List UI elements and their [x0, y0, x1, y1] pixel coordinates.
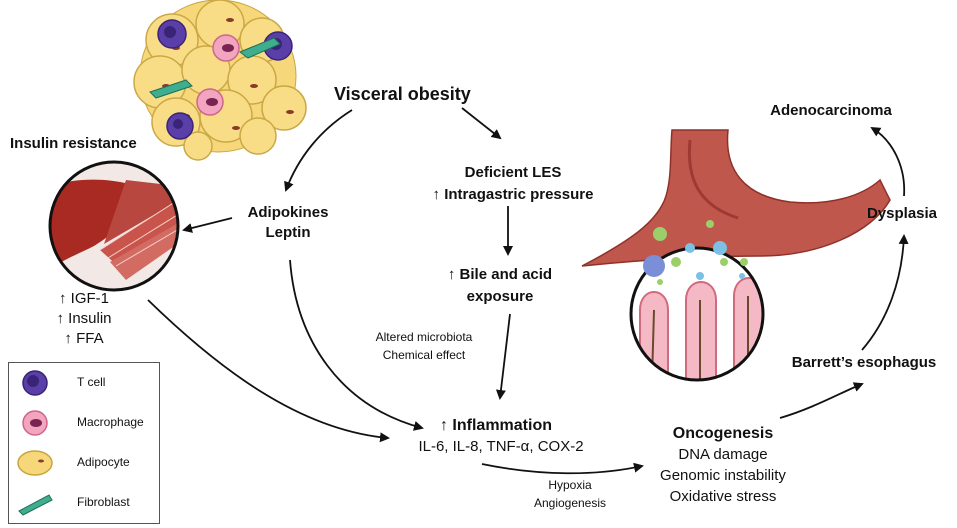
legend-item-t-cell: T cell	[9, 365, 159, 401]
arrow-dysplasia-to-adenocarcinoma	[870, 126, 906, 197]
chemical-effect-label: Chemical effect	[382, 348, 466, 362]
legend-item-fibroblast: Fibroblast	[9, 485, 159, 521]
exposure-label: exposure	[466, 288, 534, 305]
legend-item-adipocyte: Adipocyte	[9, 445, 159, 481]
bile-acid-label: ↑ Bile and acid	[447, 266, 553, 283]
ffa-label: ↑ FFA	[64, 330, 104, 347]
legend: T cell Macrophage Adipocyte Fibroblast	[8, 362, 160, 524]
arrow-adipokines-to-liver	[182, 217, 233, 233]
adipocyte-icon	[17, 450, 53, 476]
insulin-resistance-label: Insulin resistance	[10, 135, 137, 152]
angiogenesis-label: Angiogenesis	[533, 496, 607, 510]
hypoxia-label: Hypoxia	[548, 478, 592, 492]
liver-muscle-illustration	[48, 160, 180, 292]
deficient-les-label: Deficient LES	[464, 164, 562, 181]
t-cell-icon	[22, 370, 48, 396]
arrow-barretts-to-dysplasia	[861, 234, 909, 351]
arrow-obesity-to-adipokines	[284, 109, 353, 192]
oncogenesis-label: Oncogenesis	[672, 425, 774, 442]
arrow-bile-to-inflammation	[495, 313, 511, 400]
leptin-label: Leptin	[265, 224, 311, 241]
genomic-instability-label: Genomic instability	[660, 467, 786, 484]
oxidative-stress-label: Oxidative stress	[669, 488, 777, 505]
igf1-label: ↑ IGF-1	[58, 290, 109, 307]
adipokines-label: Adipokines	[247, 204, 329, 221]
adipose-tissue-illustration	[133, 0, 307, 161]
adenocarcinoma-label: Adenocarcinoma	[770, 102, 892, 119]
dna-damage-label: DNA damage	[678, 446, 768, 463]
arrow-leptin-to-inflammation	[289, 259, 424, 431]
legend-label: Adipocyte	[77, 455, 130, 469]
arrow-obesity-to-les	[461, 107, 502, 140]
intragastric-pressure-label: ↑ Intragastric pressure	[432, 186, 594, 203]
barretts-label: Barrett’s esophagus	[791, 354, 937, 371]
legend-label: T cell	[77, 375, 106, 389]
esophagus-illustration	[581, 129, 891, 267]
insulin-label: ↑ Insulin	[56, 310, 112, 327]
arrow-oncogenesis-to-barretts	[779, 382, 864, 419]
inflammation-label: ↑ Inflammation	[439, 417, 552, 434]
legend-item-macrophage: Macrophage	[9, 405, 159, 441]
arrow-inflammation-to-oncogenesis	[481, 462, 644, 475]
cytokines-label: IL-6, IL-8, TNF-α, COX-2	[418, 438, 584, 455]
legend-label: Macrophage	[77, 415, 144, 429]
altered-microbiota-label: Altered microbiota	[375, 330, 473, 344]
arrow-igf-to-inflammation	[147, 299, 390, 443]
visceral-obesity-label: Visceral obesity	[334, 84, 471, 104]
macrophage-icon	[22, 410, 48, 436]
legend-label: Fibroblast	[77, 495, 130, 509]
dysplasia-label: Dysplasia	[866, 205, 938, 222]
fibroblast-icon	[18, 494, 53, 516]
